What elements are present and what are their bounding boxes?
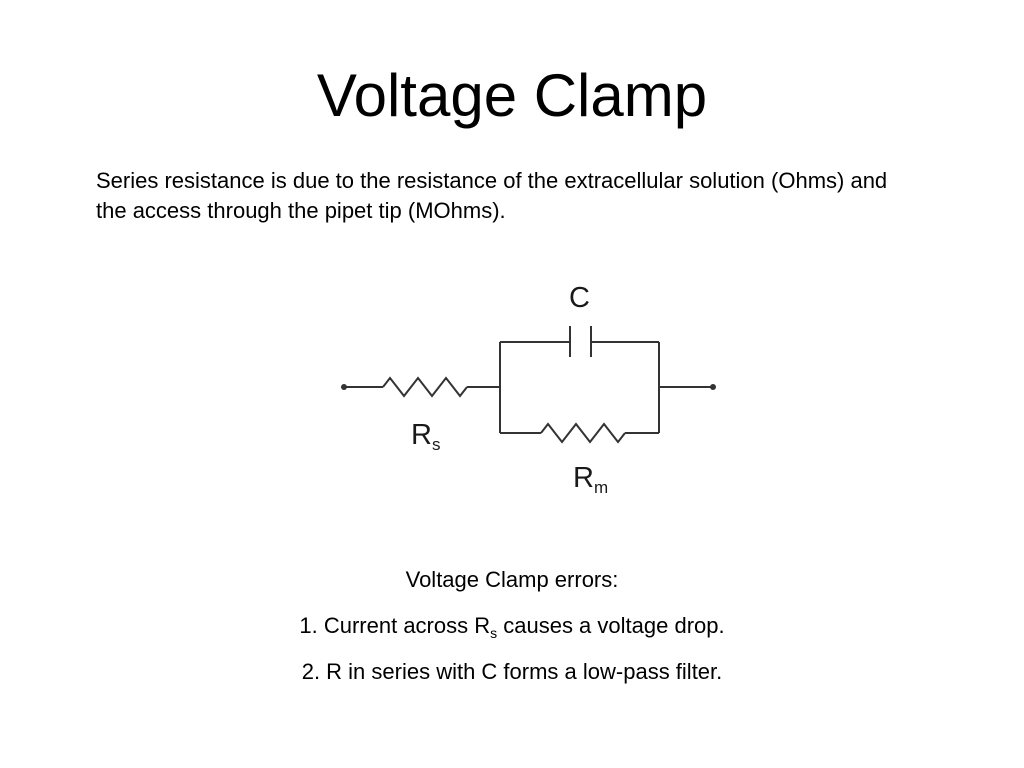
left-terminal xyxy=(341,384,347,390)
intro-paragraph: Series resistance is due to the resistan… xyxy=(96,168,888,223)
error-item-1: 1. Current across Rs causes a voltage dr… xyxy=(0,611,1024,657)
error-item-2: 2. R in series with C forms a low-pass f… xyxy=(301,659,723,684)
errors-section: Voltage Clamp errors: 1. Current across … xyxy=(0,565,1024,703)
error-item-1-subscript: s xyxy=(490,625,498,641)
right-terminal xyxy=(710,384,716,390)
series-resistor-subscript: s xyxy=(431,435,441,454)
series-resistor xyxy=(382,376,468,398)
error-item-1-after: causes a voltage drop. xyxy=(497,613,725,638)
series-resistor-letter: R xyxy=(411,419,432,451)
membrane-resistor-label: Rm xyxy=(573,461,608,505)
series-resistor-label: Rs xyxy=(411,418,440,462)
membrane-resistor xyxy=(540,422,626,444)
error-item-1-before: 1. Current across R xyxy=(299,613,491,638)
capacitor-label: C xyxy=(569,282,590,314)
membrane-resistor-letter: R xyxy=(573,462,594,494)
slide-title: Voltage Clamp xyxy=(316,62,708,129)
membrane-resistor-subscript: m xyxy=(593,478,609,497)
errors-heading: Voltage Clamp errors: xyxy=(405,567,619,592)
